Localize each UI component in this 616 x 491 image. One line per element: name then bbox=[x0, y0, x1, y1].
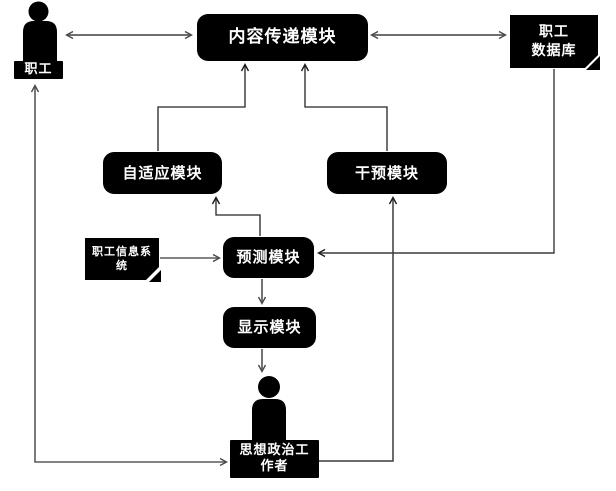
node-staff-database-label-line2: 数据库 bbox=[531, 42, 577, 59]
edge-politicalworker-worker-bidirectional bbox=[30, 84, 228, 467]
edge-database-prediction bbox=[317, 69, 555, 258]
node-prediction-label: 预测模块 bbox=[236, 248, 301, 267]
node-political-worker: 思想政治工 作者 bbox=[230, 440, 319, 478]
node-staff-database-body: 职工 数据库 bbox=[510, 15, 598, 68]
node-content-delivery-module: 内容传递模块 bbox=[197, 14, 368, 61]
node-content-delivery-label: 内容传递模块 bbox=[228, 26, 337, 47]
node-political-worker-label-line1: 思想政治工 bbox=[239, 442, 310, 458]
node-prediction-module: 预测模块 bbox=[223, 237, 314, 278]
node-intervention-module: 干预模块 bbox=[327, 152, 447, 194]
edge-prediction-adaptive bbox=[211, 196, 261, 236]
node-adaptive-module: 自适应模块 bbox=[103, 152, 222, 194]
node-political-worker-label-line2: 作者 bbox=[260, 459, 289, 474]
political-worker-actor-icon bbox=[252, 376, 286, 441]
node-staff-info-system-label-line1: 职工信息系 bbox=[92, 244, 152, 258]
node-display-module: 显示模块 bbox=[223, 307, 316, 348]
node-staff-info-system-label-line2: 统 bbox=[116, 259, 128, 272]
node-worker-label: 职工 bbox=[24, 61, 53, 77]
node-staff-database: 职工 数据库 bbox=[510, 15, 600, 70]
node-adaptive-label: 自适应模块 bbox=[122, 163, 203, 182]
edge-adaptive-content bbox=[157, 63, 250, 151]
node-staff-info-system-body: 职工信息系 统 bbox=[85, 238, 159, 280]
node-intervention-label: 干预模块 bbox=[354, 163, 419, 182]
node-staff-info-system: 职工信息系 统 bbox=[85, 238, 161, 282]
edge-politicalworker-intervention bbox=[319, 196, 398, 462]
edge-intervention-content bbox=[300, 63, 388, 151]
node-staff-database-label-line1: 职工 bbox=[539, 24, 569, 41]
node-display-label: 显示模块 bbox=[237, 318, 302, 337]
worker-actor-icon bbox=[23, 1, 57, 62]
node-worker: 职工 bbox=[14, 61, 63, 79]
